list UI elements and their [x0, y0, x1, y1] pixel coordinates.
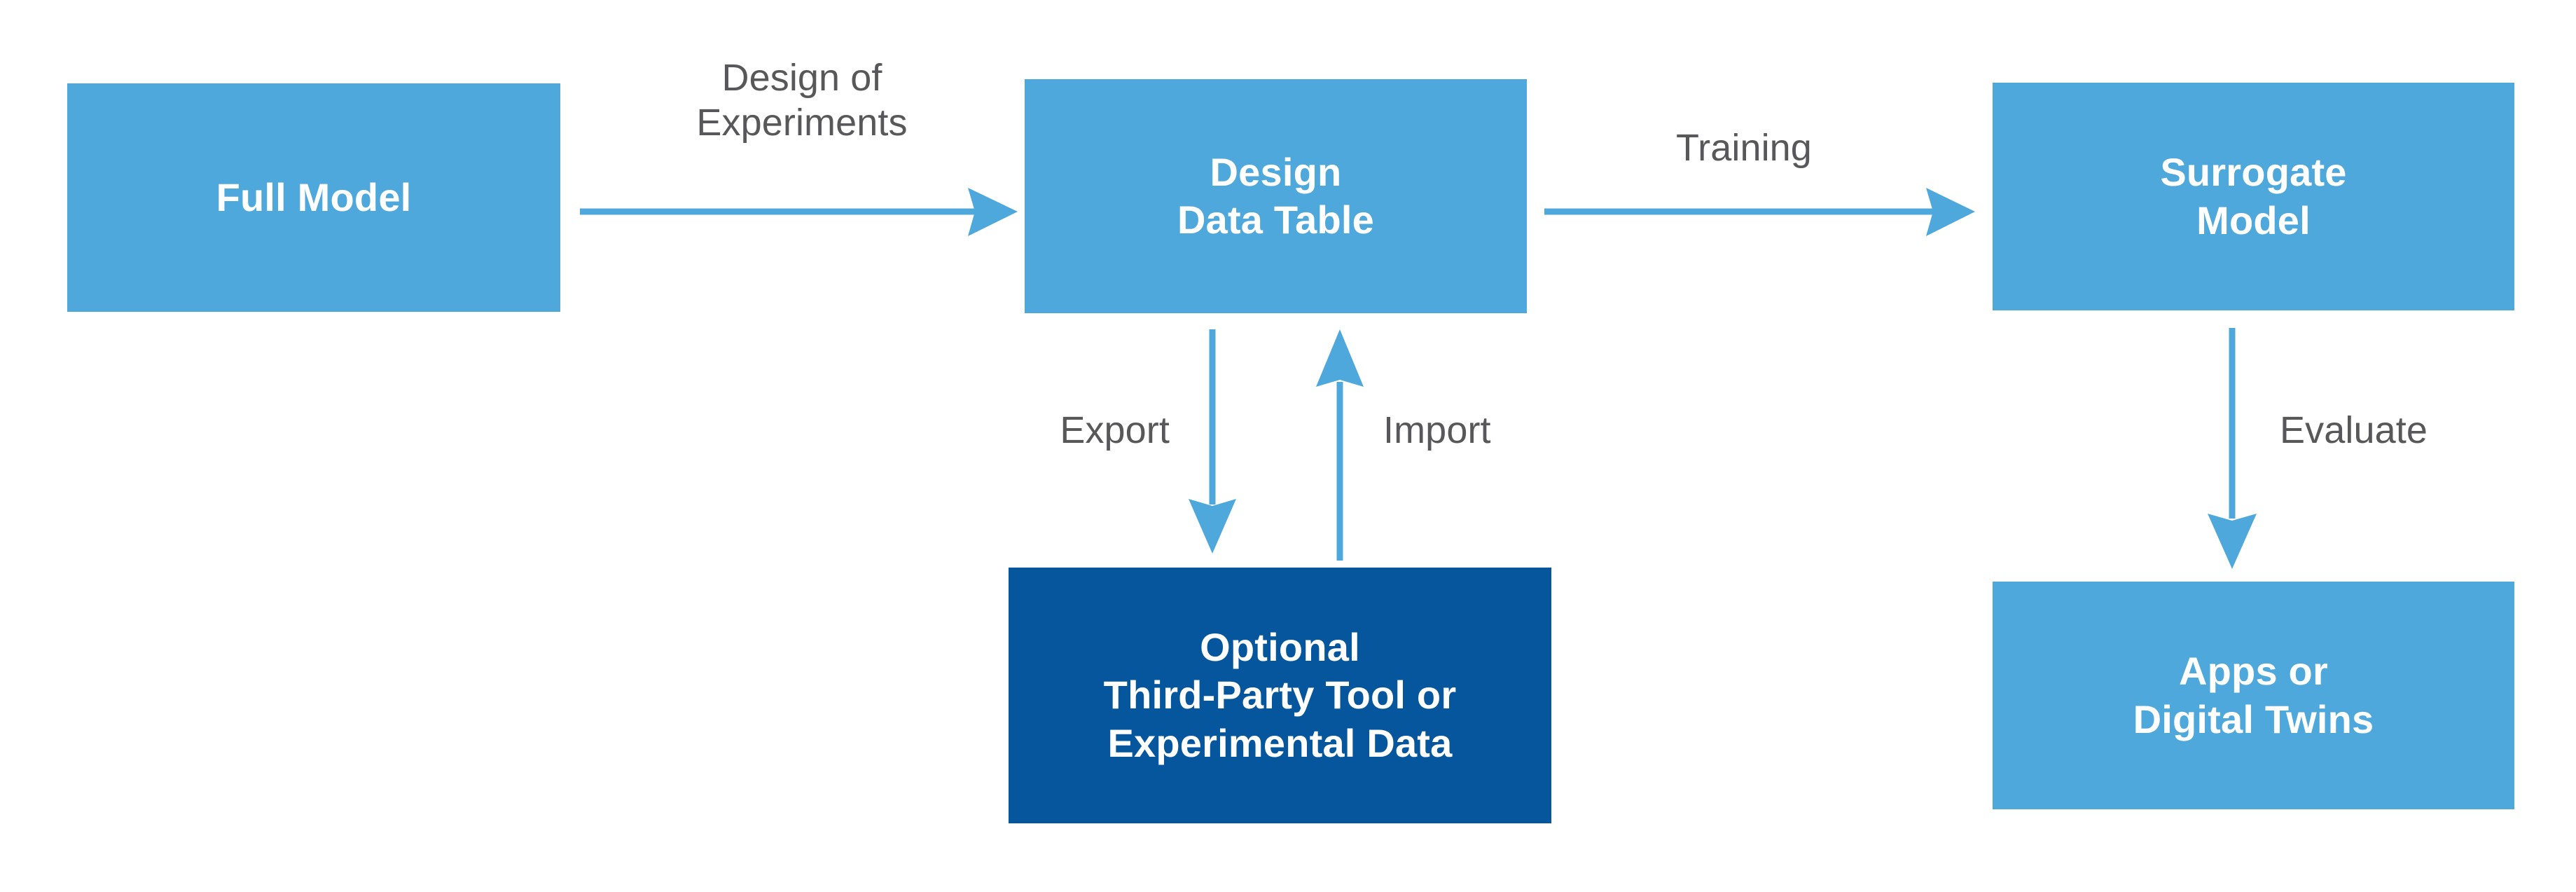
arrow-export	[1189, 329, 1236, 554]
edge-label-evaluate: Evaluate	[2280, 409, 2428, 451]
arrow-import	[1316, 329, 1364, 561]
node-apps-digital-twins[interactable]: Apps or Digital Twins	[1993, 582, 2514, 809]
edge-label-training: Training	[1676, 127, 1812, 169]
node-design-data-table[interactable]: Design Data Table	[1025, 79, 1527, 313]
edge-label-design-of-experiments: Design of Experiments	[696, 57, 908, 144]
arrow-evaluate	[2208, 328, 2257, 569]
node-full-model[interactable]: Full Model	[67, 83, 560, 312]
arrow-design-of-experiments	[580, 188, 1018, 236]
node-surrogate-model[interactable]: Surrogate Model	[1993, 83, 2514, 310]
node-optional-third-party-tool[interactable]: Optional Third-Party Tool or Experimenta…	[1009, 568, 1551, 823]
edge-label-export: Export	[1060, 409, 1170, 451]
edge-label-import: Import	[1383, 409, 1491, 451]
arrow-training	[1544, 188, 1975, 236]
